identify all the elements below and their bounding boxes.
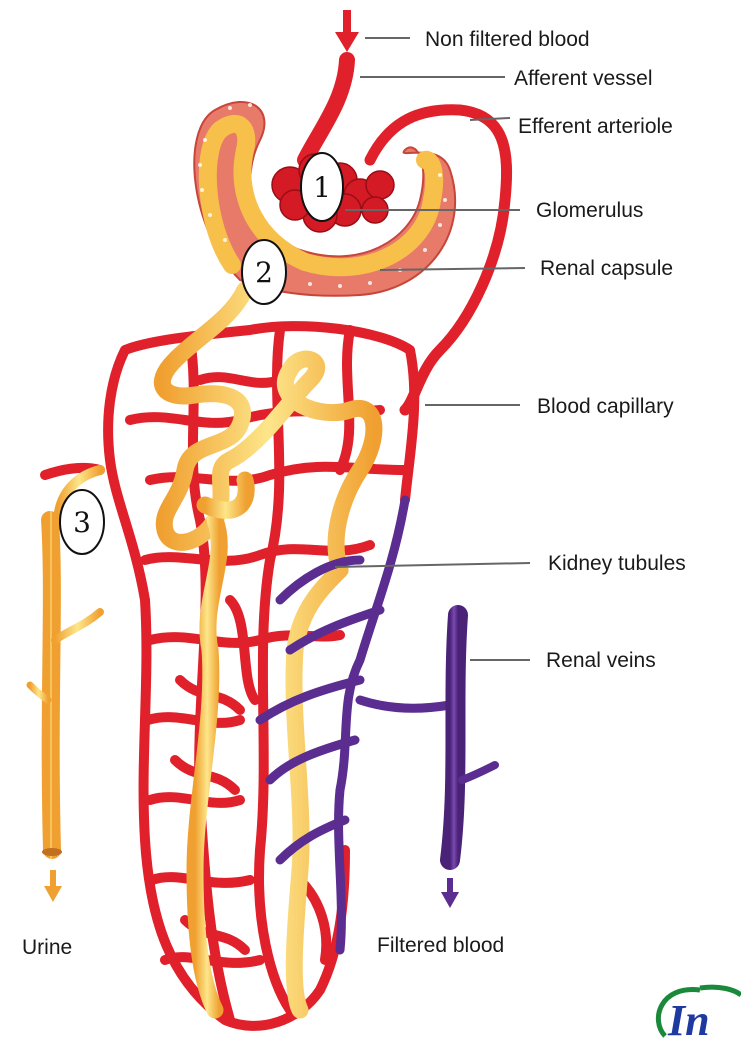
- marker-2: 2: [242, 240, 286, 304]
- label-filtered-blood: Filtered blood: [377, 935, 504, 956]
- inflow-arrow: [335, 10, 359, 52]
- marker-1: 1: [301, 153, 343, 221]
- svg-text:3: 3: [73, 506, 91, 539]
- label-efferent-arteriole: Efferent arteriole: [518, 116, 673, 137]
- svg-text:2: 2: [255, 256, 273, 289]
- label-renal-capsule: Renal capsule: [540, 258, 673, 279]
- label-renal-veins: Renal veins: [546, 650, 656, 671]
- afferent-vessel: [305, 60, 347, 160]
- renal-vein-branch: [462, 765, 495, 780]
- marker-3: 3: [60, 490, 104, 554]
- logo-text: In: [667, 996, 710, 1038]
- label-kidney-tubules: Kidney tubules: [548, 553, 686, 574]
- label-urine: Urine: [22, 937, 72, 958]
- filtered-blood-arrow: [441, 878, 459, 908]
- renal-vein: [450, 615, 458, 860]
- label-afferent-vessel: Afferent vessel: [514, 68, 653, 89]
- svg-text:1: 1: [313, 171, 331, 204]
- label-glomerulus: Glomerulus: [536, 200, 643, 221]
- logo: In: [658, 987, 741, 1038]
- urine-arrow: [44, 870, 62, 902]
- label-non-filtered-blood: Non filtered blood: [425, 29, 590, 50]
- label-blood-capillary: Blood capillary: [537, 396, 674, 417]
